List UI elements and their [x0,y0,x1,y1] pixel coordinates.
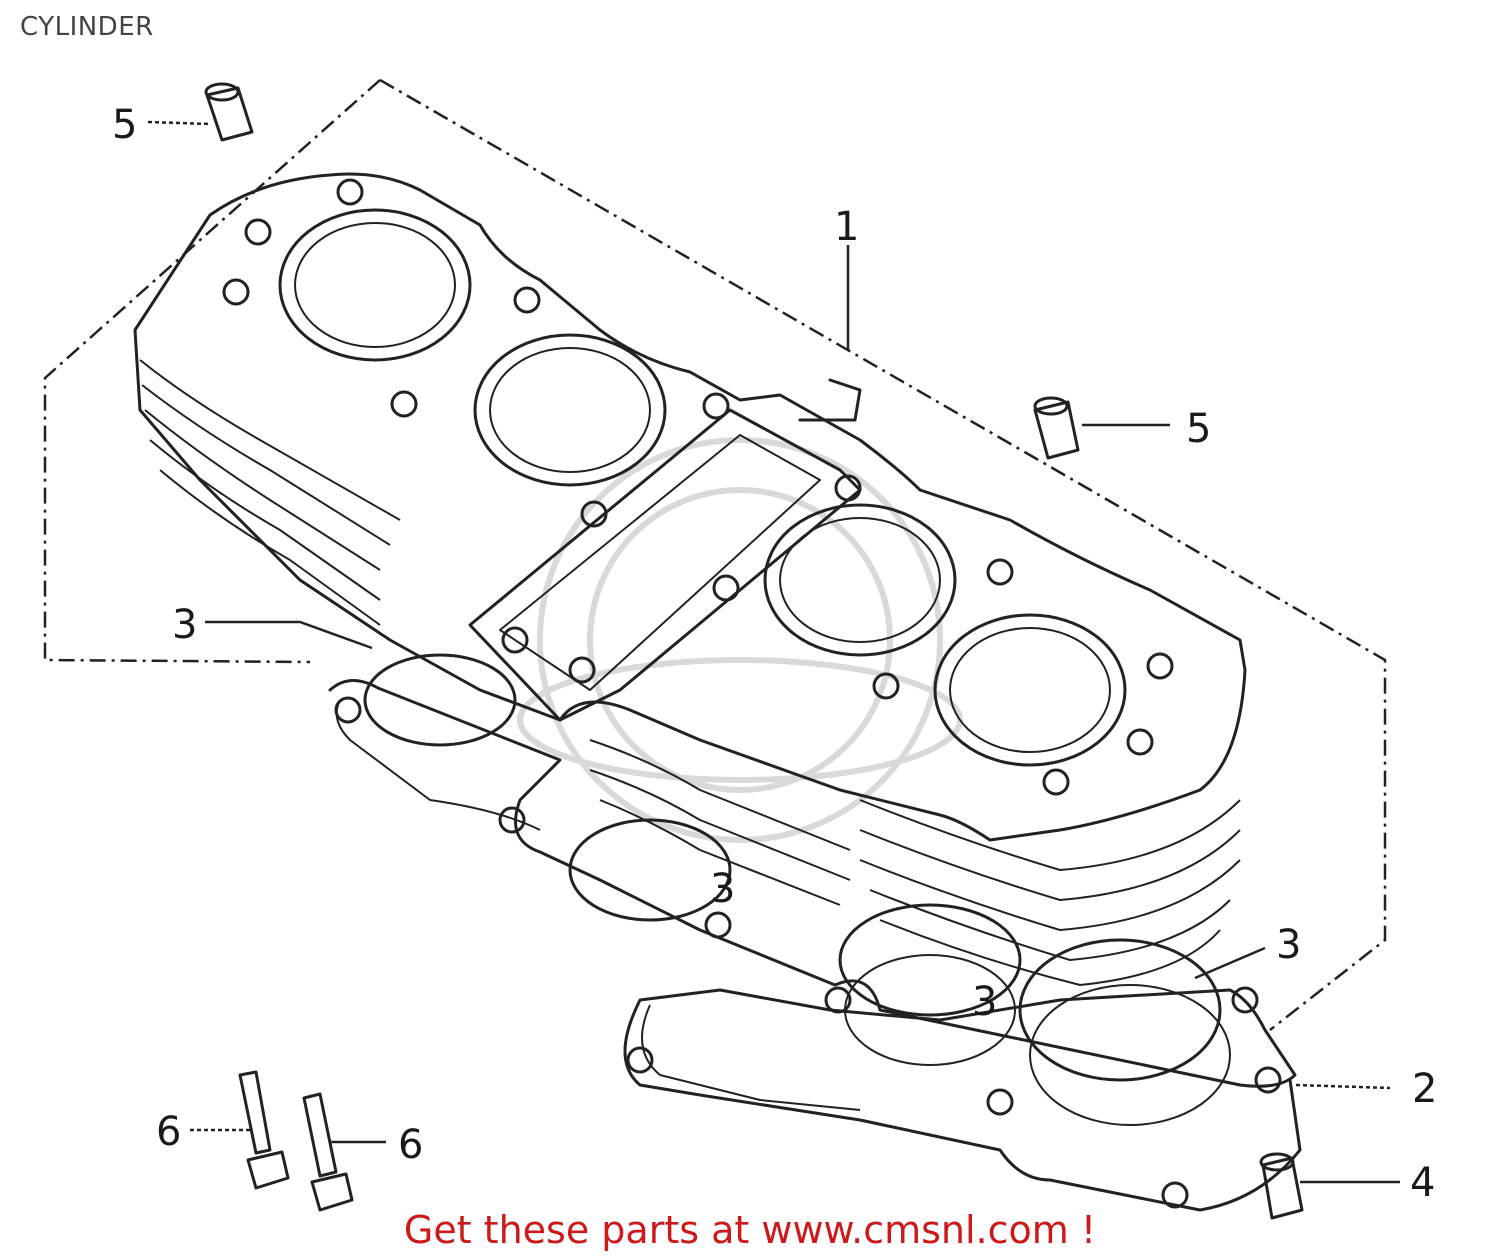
bolt-left [238,1070,290,1190]
base-gasket [328,679,1302,1212]
callout-1: 1 [834,204,859,250]
callout-3-left: 3 [172,602,197,648]
dowel-pin-right [1033,396,1080,460]
assembly-outline [43,78,1387,1031]
callout-3-right-lower: 3 [972,979,997,1025]
bolt-right [302,1092,354,1212]
callout-6-right: 6 [398,1122,423,1168]
callout-4: 4 [1410,1160,1435,1206]
dowel-pin-upper-left [204,82,254,142]
parts-footer-link[interactable]: Get these parts at www.cmsnl.com ! [403,1208,1097,1252]
cylinder-o-rings [363,653,1222,1082]
dowel-pin-lower-right [1259,1152,1304,1220]
callout-5-right: 5 [1186,406,1211,452]
cylinder-block [133,172,1247,986]
callout-6-left: 6 [156,1109,181,1155]
callout-leaders [147,120,1400,1184]
callout-3-middle: 3 [710,866,735,912]
page-title: CYLINDER [20,12,154,42]
watermark-logo [517,437,963,843]
callout-5-upper-left: 5 [112,102,137,148]
callout-labels: 5 1 5 3 3 3 3 2 4 6 6 [112,102,1437,1206]
callout-3-right-upper: 3 [1276,922,1301,968]
callout-2: 2 [1412,1066,1437,1112]
